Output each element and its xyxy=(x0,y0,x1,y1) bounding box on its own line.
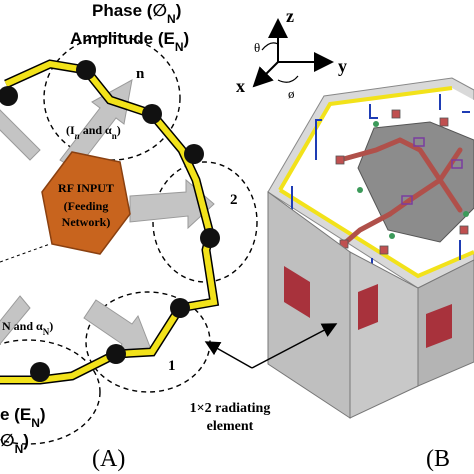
axis-z-label: z xyxy=(286,6,294,26)
radiating-element-nodes xyxy=(0,60,220,382)
callout-line2: element xyxy=(207,419,254,434)
feeding-label: (Feeding xyxy=(64,199,109,213)
node xyxy=(142,104,162,124)
purple-components xyxy=(401,137,463,205)
green-pins xyxy=(357,121,469,239)
feed-pcb xyxy=(357,121,474,243)
rf-input-hexagon xyxy=(41,151,131,255)
phi-label: ø xyxy=(288,86,295,101)
node xyxy=(0,86,18,106)
excitation-N-label: N and αN) xyxy=(2,319,53,337)
excitation-n-label: (In and αn) xyxy=(66,123,121,141)
connectors xyxy=(335,109,469,255)
bottom-phase-label: ∅N) xyxy=(0,431,29,456)
dashed-circle-lower-left xyxy=(0,339,101,445)
panel-b-letter: (B xyxy=(426,446,450,472)
theta-label: θ xyxy=(254,40,260,55)
network-label: Network) xyxy=(62,215,111,229)
radiating-patch xyxy=(426,304,452,348)
amplitude-label: Amplitude (EN) xyxy=(70,29,189,54)
element-n-label: n xyxy=(136,66,145,82)
element-1-label: 1 xyxy=(168,358,176,374)
yellow-rim-front xyxy=(278,188,474,279)
node xyxy=(200,228,220,248)
rf-input-label: RF INPUT xyxy=(58,181,114,195)
coordinate-axes xyxy=(252,18,334,88)
dashed-circle-element-2 xyxy=(152,161,258,283)
panel-a: RF INPUT (Feeding Network) Phase (∅N) Am… xyxy=(0,1,258,472)
radiating-patch xyxy=(284,266,310,318)
center-dash-line xyxy=(0,243,51,263)
arrow-upper-left xyxy=(0,109,41,161)
node xyxy=(184,144,204,164)
axis-x-label: x xyxy=(236,76,245,96)
panel-b: z y x θ ø xyxy=(190,6,474,472)
panel-a-letter: (A) xyxy=(92,446,125,472)
node xyxy=(30,362,50,382)
hexagonal-enclosure xyxy=(267,77,474,419)
node xyxy=(106,344,126,364)
arrow-to-lower-left xyxy=(0,295,31,345)
element-2-label: 2 xyxy=(230,192,238,208)
node xyxy=(76,60,96,80)
radiating-patch xyxy=(358,284,378,330)
phase-label: Phase (∅N) xyxy=(92,1,181,26)
feed-lines xyxy=(337,137,463,245)
bottom-amplitude-label: e (EN) xyxy=(0,405,46,430)
node xyxy=(170,298,190,318)
callout-arrows xyxy=(204,323,338,369)
yellow-rim xyxy=(278,86,453,192)
axis-y-label: y xyxy=(338,56,347,76)
callout-line1: 1×2 radiating xyxy=(190,401,271,416)
